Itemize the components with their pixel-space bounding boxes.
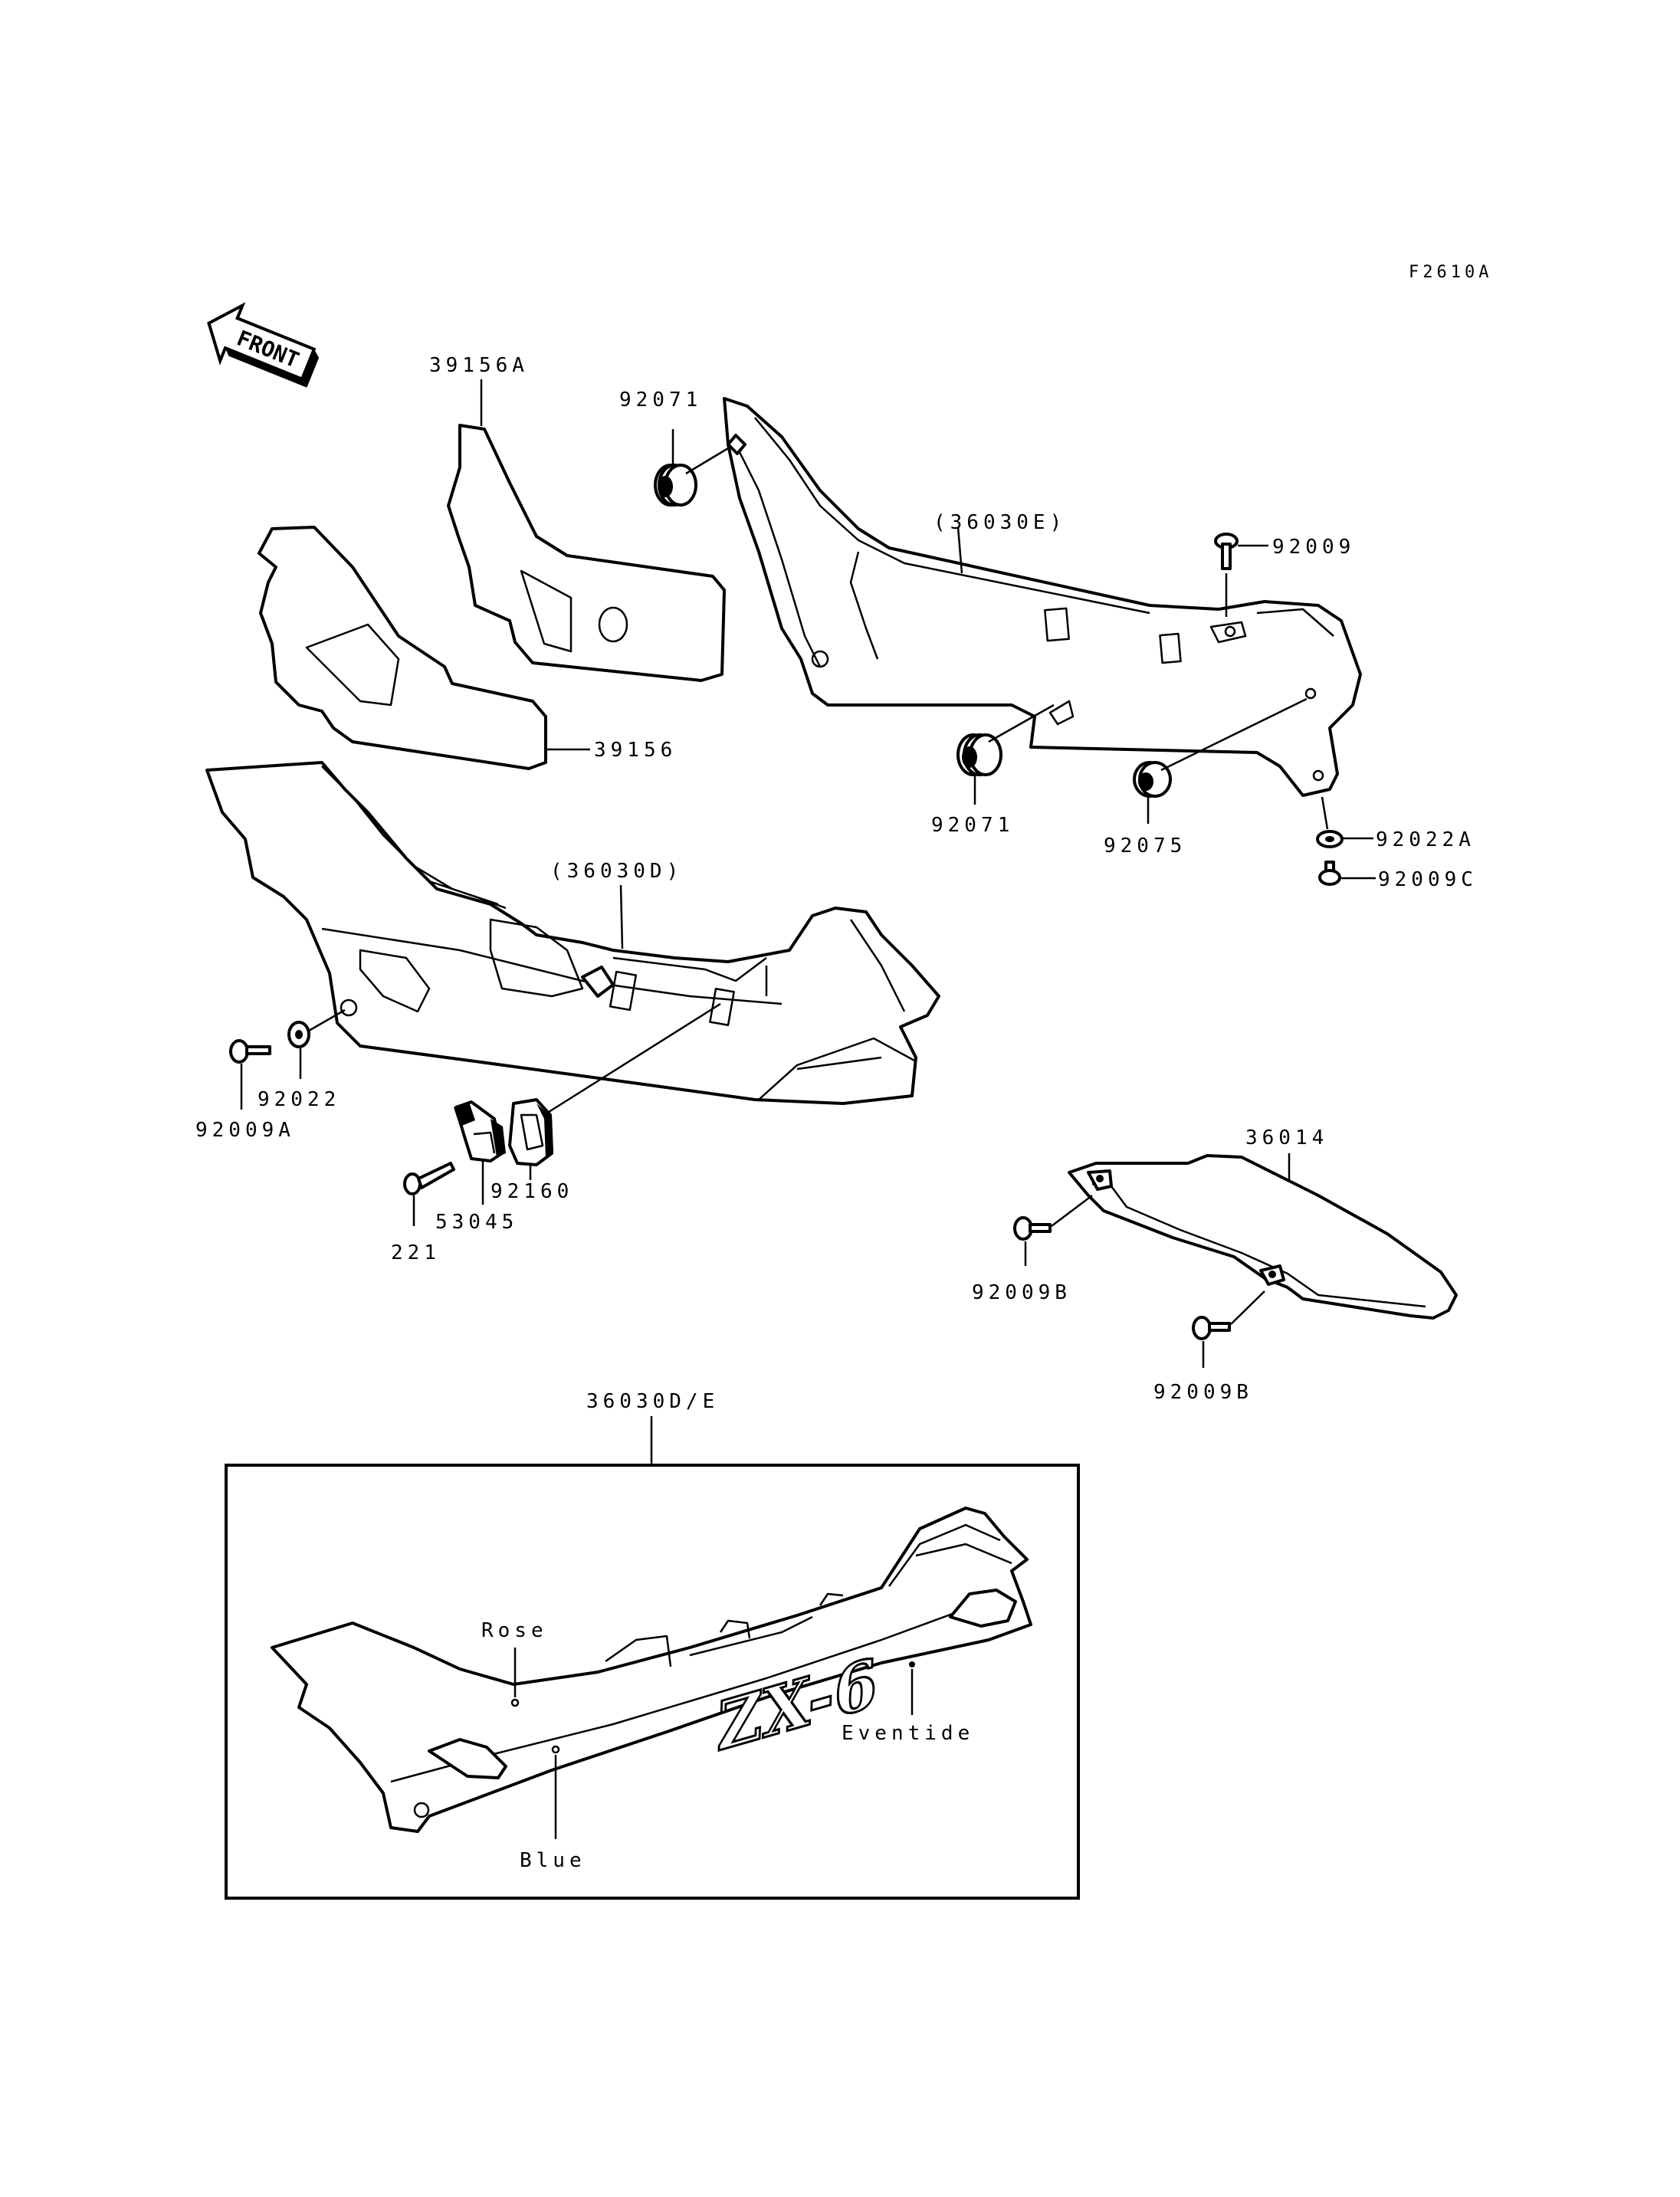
bolt-92009C bbox=[1318, 861, 1341, 886]
inner-cover-39156 bbox=[258, 526, 547, 770]
color-point-eventide bbox=[909, 1661, 915, 1667]
color-point-blue bbox=[551, 1745, 560, 1754]
callout-92160: 92160 bbox=[491, 1180, 573, 1203]
callout-39156: 39156 bbox=[594, 739, 677, 762]
leader-36030D bbox=[619, 884, 624, 949]
grommet-92071-mid bbox=[956, 733, 1002, 776]
color-label-eventide: Eventide bbox=[842, 1722, 974, 1745]
rear-cover-36014 bbox=[1068, 1154, 1458, 1320]
color-label-blue: Blue bbox=[520, 1849, 586, 1872]
grommet-92075 bbox=[1133, 761, 1172, 798]
leader-92009B-a-cover bbox=[1051, 1195, 1093, 1227]
callout-92009C: 92009C bbox=[1378, 868, 1478, 891]
leader-92022A-up bbox=[1321, 796, 1329, 830]
front-arrow-icon: FRONT bbox=[207, 302, 320, 388]
bolt-92009A bbox=[229, 1039, 271, 1064]
callout-36030D: (36030D) bbox=[550, 860, 683, 883]
callout-92009B-b: 92009B bbox=[1153, 1381, 1253, 1404]
figure-code: F2610A bbox=[1409, 263, 1492, 282]
callout-39156A: 39156A bbox=[429, 354, 529, 377]
leader-92009B-b-cover bbox=[1230, 1290, 1265, 1325]
side-cover-36030E bbox=[723, 397, 1362, 797]
bolt-92009B-b bbox=[1192, 1316, 1231, 1340]
leader-92075 bbox=[1160, 697, 1308, 772]
callout-53045: 53045 bbox=[435, 1211, 518, 1234]
inner-cover-39156A bbox=[447, 424, 726, 682]
leader-92071-top bbox=[685, 447, 729, 475]
callout-36030E: (36030E) bbox=[934, 511, 1066, 534]
callout-92071-mid: 92071 bbox=[931, 814, 1014, 837]
grommet-92160 bbox=[508, 1098, 553, 1166]
leader-92022-cover bbox=[308, 1008, 346, 1032]
callout-92009B-a: 92009B bbox=[972, 1281, 1071, 1304]
bolt-92009B-a bbox=[1013, 1216, 1052, 1241]
callout-92009A: 92009A bbox=[195, 1119, 295, 1142]
callout-92009: 92009 bbox=[1272, 536, 1355, 559]
color-label-rose: Rose bbox=[481, 1619, 548, 1642]
washer-92022A bbox=[1316, 830, 1344, 848]
washer-92022 bbox=[287, 1021, 310, 1048]
grommet-92071-top bbox=[654, 434, 746, 507]
callout-92022: 92022 bbox=[258, 1088, 340, 1111]
callout-92071-top: 92071 bbox=[619, 389, 702, 412]
screw-221 bbox=[403, 1162, 455, 1195]
leader-92071-mid bbox=[988, 703, 1055, 743]
bolt-92009 bbox=[1214, 533, 1239, 570]
callout-221: 221 bbox=[391, 1241, 441, 1264]
leader-36030E bbox=[956, 526, 963, 574]
side-cover-36030D bbox=[205, 761, 940, 1105]
callout-92022A: 92022A bbox=[1376, 828, 1475, 851]
clip-53045 bbox=[454, 1100, 506, 1162]
color-point-rose bbox=[510, 1698, 520, 1707]
callout-92075: 92075 bbox=[1104, 835, 1186, 857]
callout-36014: 36014 bbox=[1245, 1126, 1328, 1149]
callout-36030DE: 36030D/E bbox=[586, 1390, 719, 1413]
